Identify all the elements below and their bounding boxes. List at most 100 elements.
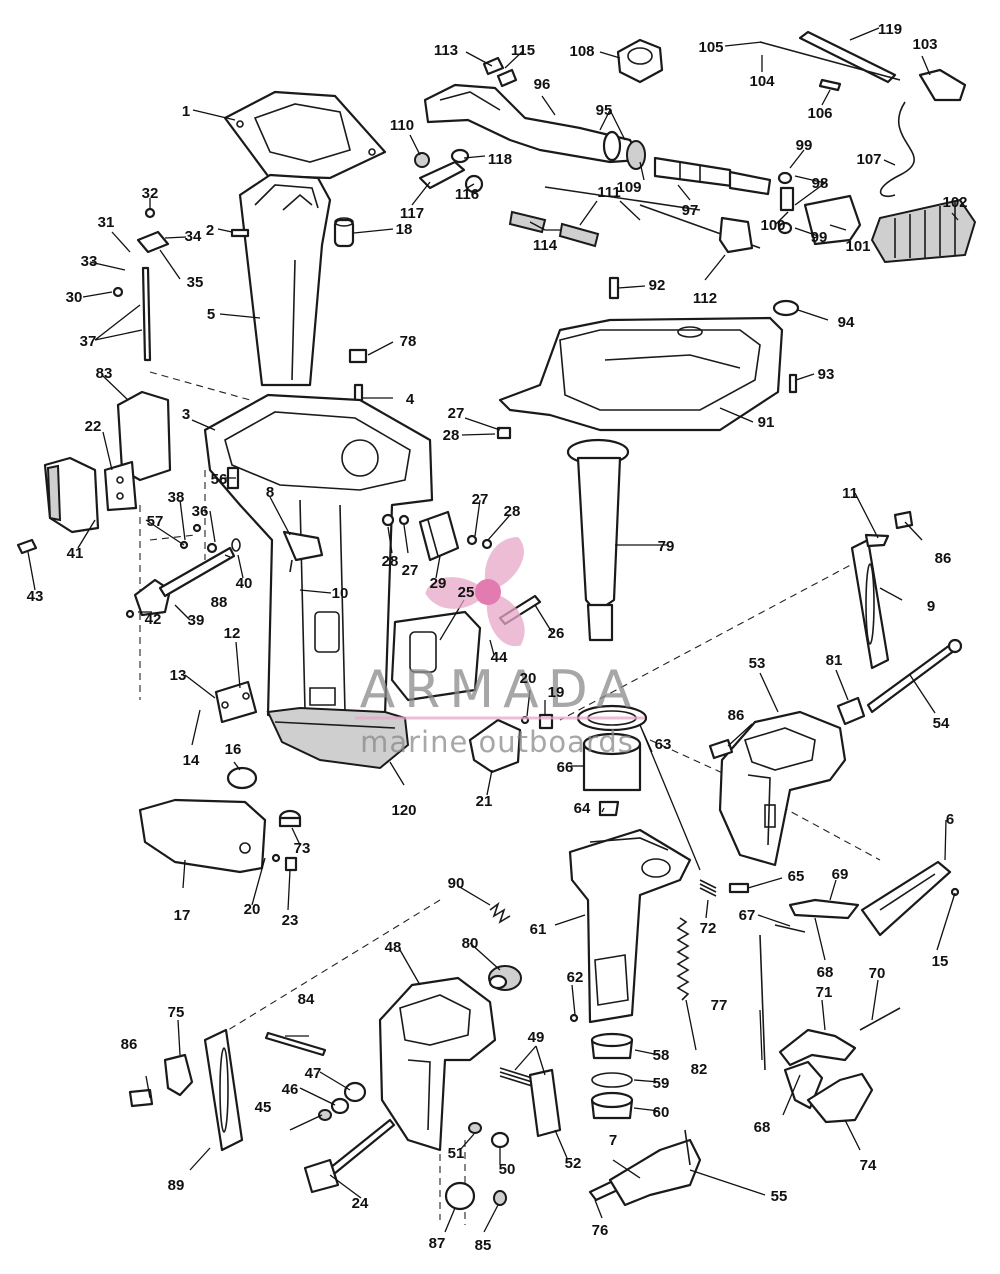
callout-60: 60 (653, 1104, 670, 1121)
callout-107: 107 (856, 151, 881, 168)
callout-43: 43 (27, 588, 44, 605)
callout-17: 17 (174, 907, 191, 924)
callout-80: 80 (462, 935, 479, 952)
callout-99a: 99 (796, 137, 813, 154)
callout-87: 87 (429, 1235, 446, 1252)
callout-11: 11 (842, 485, 858, 502)
callout-78: 78 (400, 333, 417, 350)
parts-65-72 (699, 879, 750, 897)
part-8-mount (282, 530, 324, 573)
callout-58: 58 (653, 1047, 670, 1064)
callout-120: 120 (391, 802, 416, 819)
callout-102: 102 (942, 194, 967, 211)
callout-67: 67 (739, 907, 756, 924)
callout-68b: 68 (754, 1119, 771, 1136)
callout-8: 8 (266, 484, 274, 501)
callout-39: 39 (188, 612, 205, 629)
part-73-cap (278, 809, 302, 828)
callout-89: 89 (168, 1177, 185, 1194)
part-101-grip-sleeve (803, 194, 862, 246)
part-111-112-114-cable (508, 186, 761, 254)
logo-blade-1 (484, 537, 524, 592)
armada-watermark: ARMADA marine outboards (355, 537, 645, 759)
callout-73: 73 (294, 840, 311, 857)
callout-116: 116 (455, 186, 479, 203)
part-21-plate (468, 718, 522, 774)
callout-41: 41 (67, 545, 84, 562)
rubber-mounts (390, 510, 542, 702)
callout-69: 69 (832, 866, 849, 883)
callout-36: 36 (192, 503, 209, 520)
callout-119: 119 (878, 21, 902, 38)
callout-93: 93 (818, 366, 835, 383)
parts-98-99-100 (777, 171, 795, 235)
left-bracket-parts (43, 390, 172, 534)
callout-72: 72 (700, 920, 717, 937)
callout-21: 21 (476, 793, 493, 810)
part-54-bolt (866, 638, 963, 714)
callout-70: 70 (869, 965, 886, 982)
callout-77: 77 (711, 997, 728, 1014)
callout-46: 46 (282, 1081, 299, 1098)
part-48-stern-bracket (378, 976, 497, 1152)
callout-54: 54 (933, 715, 950, 732)
callout-13: 13 (170, 667, 187, 684)
part-9-link (850, 533, 890, 670)
callout-114: 114 (533, 237, 558, 254)
callout-90: 90 (448, 875, 465, 892)
callout-27b: 27 (472, 491, 489, 508)
callout-14: 14 (183, 752, 200, 769)
parts-75-89 (128, 1028, 244, 1152)
callout-97: 97 (682, 202, 699, 219)
callout-26: 26 (548, 625, 565, 642)
callout-79: 79 (658, 538, 675, 555)
logo-hub (475, 579, 501, 605)
part-3-midsection-housing (203, 393, 434, 722)
parts-49-52-50-51 (468, 1067, 562, 1149)
callout-53: 53 (749, 655, 766, 672)
callout-76: 76 (592, 1222, 609, 1239)
callout-labels: 1 2 3 4 5 6 7 8 9 10 11 12 13 14 15 16 1… (27, 21, 968, 1254)
callout-27a: 27 (448, 405, 465, 422)
callout-25: 25 (458, 584, 475, 601)
part-79-steering-tube (566, 438, 630, 642)
part-53-stern-bracket (718, 710, 847, 867)
linkage-parts (759, 898, 901, 1124)
callout-112: 112 (693, 290, 717, 307)
callout-96: 96 (534, 76, 551, 93)
callout-94: 94 (838, 314, 855, 331)
part-81-link (836, 696, 866, 726)
callout-29: 29 (430, 575, 447, 592)
callout-1: 1 (182, 103, 190, 120)
callout-88: 88 (211, 594, 228, 611)
callout-49: 49 (528, 1029, 545, 1046)
callout-103: 103 (912, 36, 937, 53)
callout-32: 32 (142, 185, 159, 202)
part-95-throttle-shaft (653, 156, 772, 196)
callout-86c: 86 (121, 1036, 138, 1053)
callout-40: 40 (236, 575, 253, 592)
callout-85: 85 (475, 1237, 492, 1254)
callout-30: 30 (66, 289, 83, 306)
bushings-63-64-66 (576, 704, 648, 817)
callout-109: 109 (616, 179, 641, 196)
callout-9: 9 (927, 598, 935, 615)
callout-86a: 86 (935, 550, 952, 567)
callout-84: 84 (298, 991, 315, 1008)
part-108-friction-block (616, 38, 664, 84)
callout-28a: 28 (443, 427, 460, 444)
callout-98: 98 (812, 175, 829, 192)
callout-55: 55 (771, 1188, 788, 1205)
callout-51: 51 (448, 1145, 465, 1162)
callout-110: 110 (390, 117, 414, 134)
logo-blade-2 (486, 592, 525, 647)
logo-blade-3 (425, 577, 488, 609)
callout-12: 12 (224, 625, 241, 642)
callout-115: 115 (511, 42, 535, 59)
callout-104: 104 (749, 73, 775, 90)
callout-45: 45 (255, 1099, 272, 1116)
callout-2: 2 (206, 222, 214, 239)
callout-27c: 27 (402, 562, 419, 579)
bushings-58-59-60 (590, 1032, 634, 1120)
parts-55-7-76 (588, 1129, 702, 1207)
